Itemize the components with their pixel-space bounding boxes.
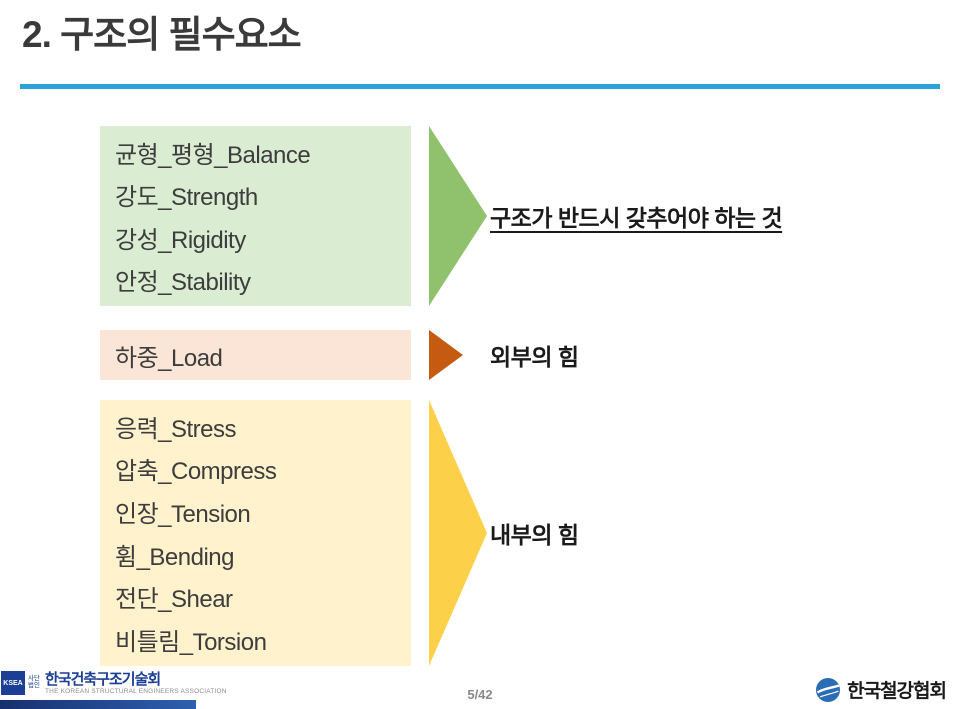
- box-item: 전단_Shear: [115, 586, 233, 614]
- internal-forces-box: 응력_Stress 압축_Compress 인장_Tension 휨_Bendi…: [100, 400, 411, 666]
- box-item: 비틀림_Torsion: [115, 629, 267, 657]
- box-item: 압축_Compress: [115, 458, 277, 486]
- right-org-name: 한국철강협회: [847, 681, 947, 702]
- requirements-box: 균형_평형_Balance 강도_Strength 강성_Rigidity 안정…: [100, 126, 411, 306]
- left-org-name: 한국건축구조기술회: [45, 671, 161, 688]
- arrow-right-icon: [429, 400, 487, 666]
- load-box: 하중_Load: [100, 330, 411, 380]
- left-org-row: KSEA 사단법인 한국건축구조기술회 THE KOREAN STRUCTURA…: [0, 671, 230, 695]
- box-item: 안정_Stability: [115, 269, 251, 297]
- box-item: 인장_Tension: [115, 501, 251, 529]
- steel-association-globe-icon: [816, 677, 841, 702]
- footer-accent-bar: [0, 700, 196, 709]
- arrow-right-icon: [429, 126, 487, 306]
- arrow-right-icon: [429, 330, 463, 380]
- external-force-label: 외부의 힘: [490, 344, 579, 370]
- right-org-logo: 한국철강협회: [815, 676, 947, 703]
- box-item: 강도_Strength: [115, 184, 258, 212]
- box-item: 균형_평형_Balance: [115, 141, 311, 169]
- box-item: 하중_Load: [115, 344, 223, 372]
- requirements-label: 구조가 반드시 갖추어야 하는 것: [490, 205, 783, 231]
- box-item: 응력_Stress: [115, 415, 237, 443]
- title-underline: [20, 84, 940, 89]
- ksea-logo-icon: KSEA: [1, 671, 25, 695]
- left-org-subtitle: THE KOREAN STRUCTURAL ENGINEERS ASSOCIAT…: [45, 688, 227, 695]
- page-number: 5/42: [467, 687, 493, 702]
- box-item: 휨_Bending: [115, 543, 235, 571]
- box-item: 강성_Rigidity: [115, 226, 246, 254]
- page-title: 2. 구조의 필수요소: [22, 14, 302, 55]
- left-org-prefix: 사단법인: [28, 675, 40, 689]
- left-org-text: 한국건축구조기술회 THE KOREAN STRUCTURAL ENGINEER…: [45, 671, 227, 695]
- internal-force-label: 내부의 힘: [490, 522, 579, 548]
- left-org-logo: KSEA 사단법인 한국건축구조기술회 THE KOREAN STRUCTURA…: [0, 671, 230, 695]
